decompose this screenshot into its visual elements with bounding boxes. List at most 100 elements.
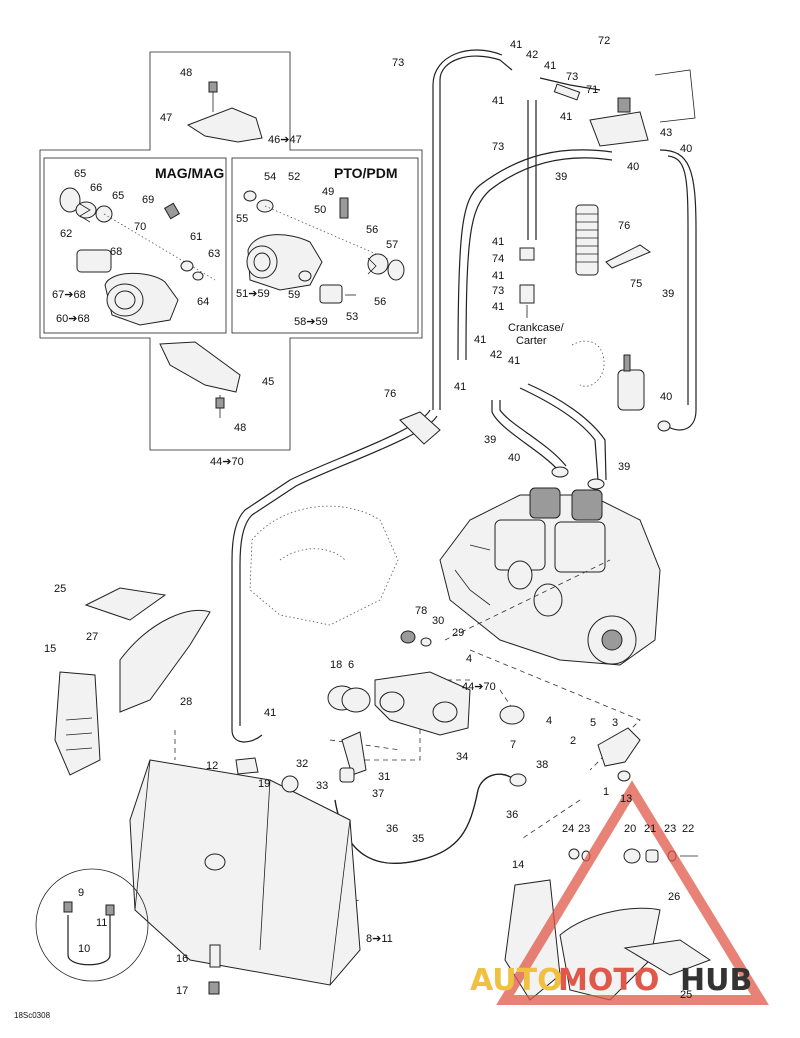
callout-73: 73 (492, 141, 504, 153)
callout-62: 62 (60, 228, 72, 240)
callout-40: 40 (508, 452, 520, 464)
callout-23: 23 (578, 823, 590, 835)
pto-box-title: PTO/PDM (334, 165, 398, 181)
carburetor-inset-frame: MAG/MAG PTO/PDM (39, 51, 423, 451)
engine-assembly (249, 487, 661, 666)
callout-41: 41 (492, 270, 504, 282)
callout-28: 28 (180, 696, 192, 708)
carburetor-center (327, 630, 525, 736)
callout-21: 21 (644, 823, 656, 835)
callout-12: 12 (206, 760, 218, 772)
callout-23: 23 (664, 823, 676, 835)
callout-30: 30 (432, 615, 444, 627)
intake-elbow (339, 731, 367, 783)
fuel-hoses-middle (491, 383, 607, 490)
callout-44-70: 44➔70 (210, 456, 244, 468)
callout-34: 34 (456, 751, 468, 763)
callout-14: 14 (512, 859, 524, 871)
bracket-45 (159, 341, 241, 418)
callout-25: 25 (54, 583, 66, 595)
callout-25: 25 (680, 989, 692, 1001)
long-hose (231, 409, 441, 743)
tie-75 (605, 244, 652, 269)
callout-76: 76 (384, 388, 396, 400)
callout-56: 56 (366, 224, 378, 236)
callout-41: 41 (492, 301, 504, 313)
callout-68: 68 (110, 246, 122, 258)
mag-box-title: MAG/MAG (155, 165, 224, 181)
watermark-logo: AUTO MOTO HUB (470, 780, 769, 1005)
callout-41: 41 (544, 60, 556, 72)
callout-4: 4 (546, 715, 552, 727)
callout-26: 26 (668, 891, 680, 903)
callout-38: 38 (536, 759, 548, 771)
callout-15: 15 (44, 643, 56, 655)
callout-29: 29 (452, 627, 464, 639)
bracket-2 (597, 727, 641, 782)
callout-60-68: 60➔68 (56, 313, 90, 325)
callout-73: 73 (566, 71, 578, 83)
callout-76: 76 (618, 220, 630, 232)
callout-73: 73 (392, 57, 404, 69)
callout-67-68: 67➔68 (52, 289, 86, 301)
air-silencer-parts-left (54, 587, 211, 776)
callout-58-59: 58➔59 (294, 316, 328, 328)
callout-66: 66 (90, 182, 102, 194)
callout-10: 10 (78, 943, 90, 955)
callout-41: 41 (492, 95, 504, 107)
fuel-hoses-upper (432, 49, 697, 431)
pto-box (231, 157, 419, 334)
callout-27: 27 (86, 631, 98, 643)
callout-54: 54 (264, 171, 276, 183)
callout-63: 63 (208, 248, 220, 260)
callout-55: 55 (236, 213, 248, 225)
callout-61: 61 (190, 231, 202, 243)
callout-45: 45 (262, 376, 274, 388)
callout-69: 69 (142, 194, 154, 206)
callout-41: 41 (508, 355, 520, 367)
callout-53: 53 (346, 311, 358, 323)
callout-32: 32 (296, 758, 308, 770)
callout-8-11: 8➔11 (366, 933, 393, 945)
callout-33: 33 (316, 780, 328, 792)
callout-59: 59 (288, 289, 300, 301)
callout-65: 65 (112, 190, 124, 202)
callout-31: 31 (378, 771, 390, 783)
mag-box (43, 157, 227, 334)
callout-74: 74 (492, 253, 504, 265)
callout-6: 6 (348, 659, 354, 671)
bracket-47 (186, 81, 263, 143)
callout-44-70: 44➔70 (462, 681, 496, 693)
callout-41: 41 (474, 334, 486, 346)
callout-37: 37 (372, 788, 384, 800)
callout-11: 11 (96, 917, 107, 929)
callout-47: 47 (160, 112, 172, 124)
watermark-auto: AUTO (470, 963, 563, 998)
air-silencer-box (129, 757, 361, 995)
watermark-moto: MOTO (558, 963, 659, 998)
crankcase-note-line2: Carter (516, 335, 547, 347)
callout-52: 52 (288, 171, 300, 183)
callout-41: 41 (264, 707, 276, 719)
watermark-triangle (496, 780, 769, 1005)
drain-detail (35, 868, 149, 982)
crankcase-note-line1: Crankcase/ (508, 322, 565, 334)
callout-73: 73 (492, 285, 504, 297)
callout-24: 24 (562, 823, 574, 835)
callout-43: 43 (660, 127, 672, 139)
callout-57: 57 (386, 239, 398, 251)
callout-50: 50 (314, 204, 326, 216)
callout-41: 41 (560, 111, 572, 123)
callout-35: 35 (412, 833, 424, 845)
callout-4: 4 (466, 653, 472, 665)
callout-72: 72 (598, 35, 610, 47)
callout-3: 3 (612, 717, 618, 729)
fuel-pump (571, 340, 671, 432)
mag-carburetor (59, 187, 216, 326)
callout-9: 9 (78, 887, 84, 899)
callout-36: 36 (386, 823, 398, 835)
callout-48: 48 (234, 422, 246, 434)
callout-46-47: 46➔47 (268, 134, 302, 146)
callout-51-59: 51➔59 (236, 288, 270, 300)
